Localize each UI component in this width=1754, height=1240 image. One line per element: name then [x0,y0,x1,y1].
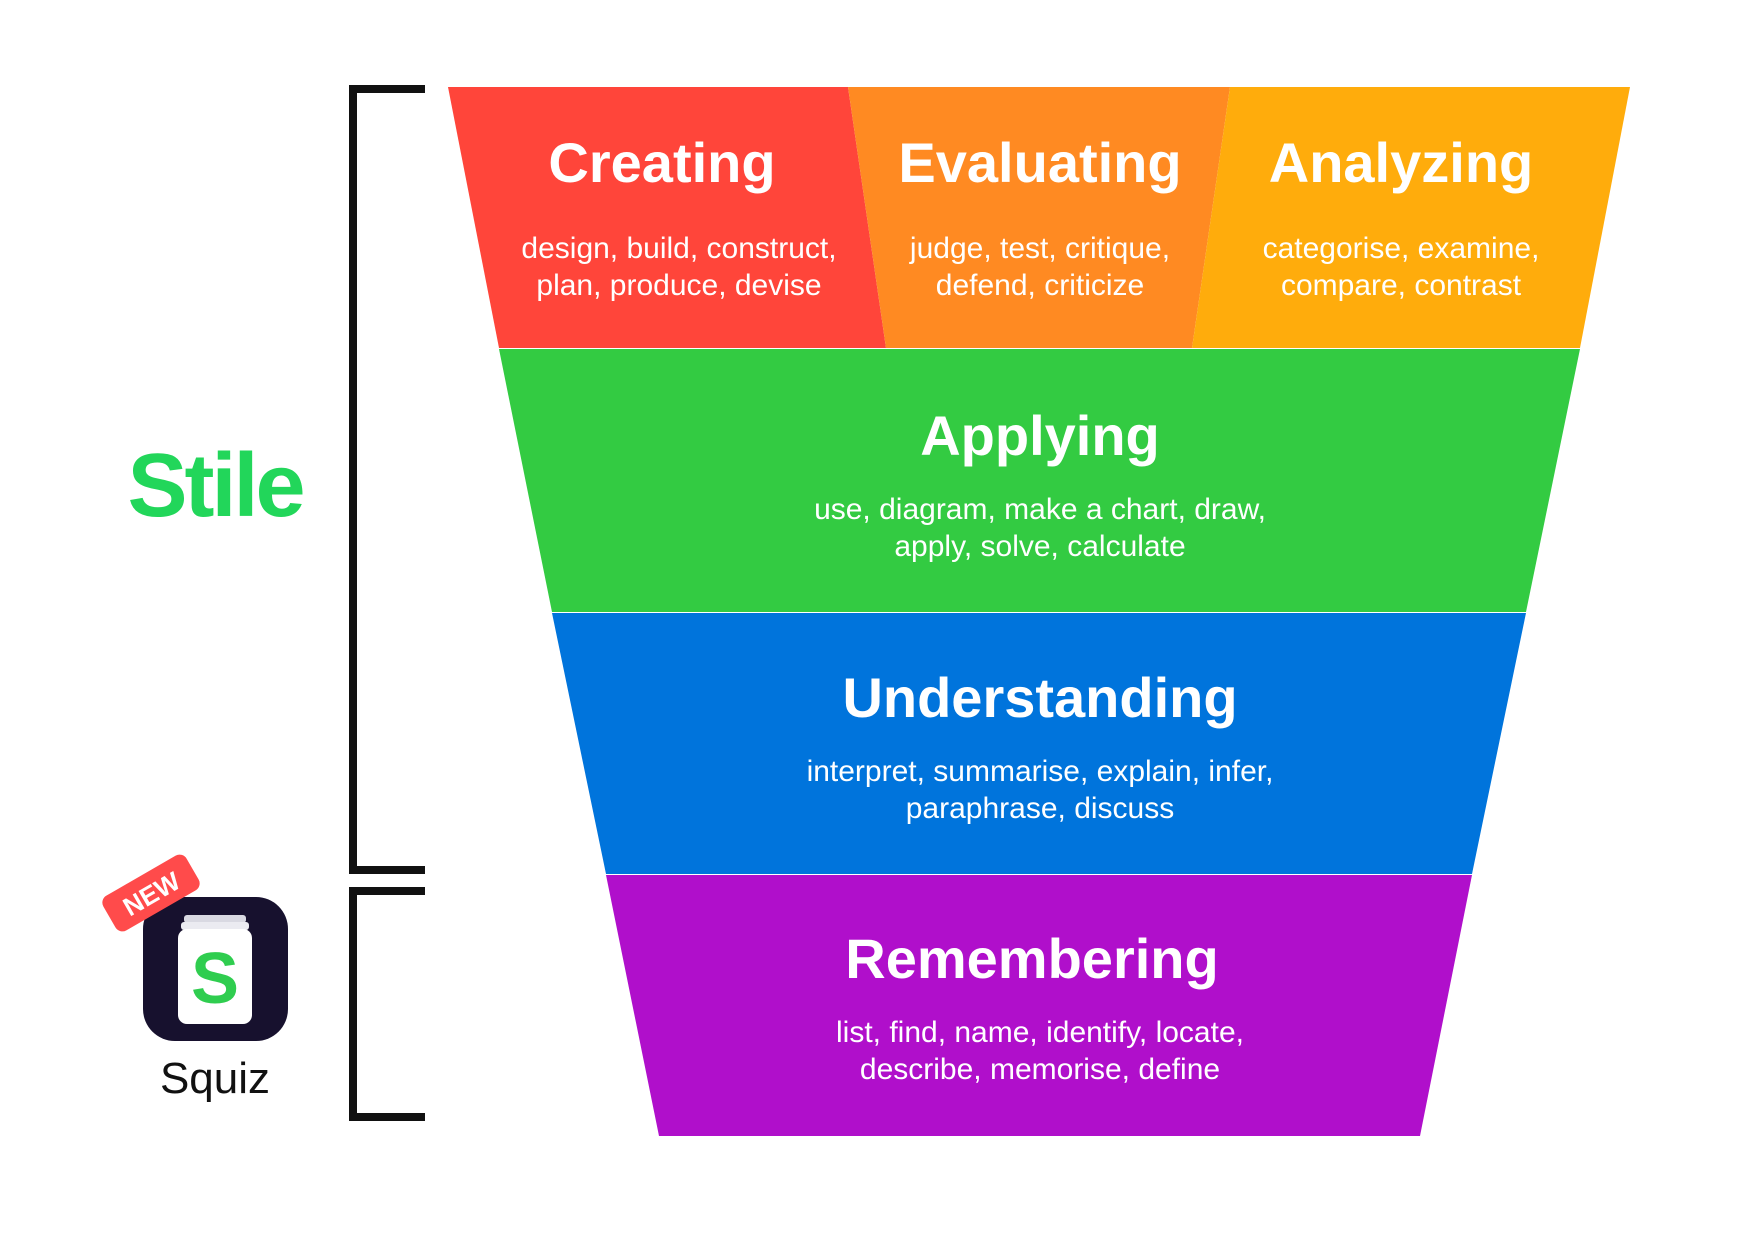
stile-logo: Stile [127,436,302,536]
tier-creating-desc-1: design, build, construct, [521,232,836,265]
tier-applying-desc-2: apply, solve, calculate [894,530,1185,563]
tier-remembering-desc-2: describe, memorise, define [860,1053,1220,1086]
tier-remembering-desc-1: list, find, name, identify, locate, [836,1016,1244,1049]
tier-remembering-segment [606,875,1472,1136]
tier-applying-desc-1: use, diagram, make a chart, draw, [814,493,1266,526]
tier-understanding-desc-2: paraphrase, discuss [906,792,1174,825]
tier-understanding-title: Understanding [842,666,1237,729]
tier-creating-desc-2: plan, produce, devise [536,269,821,302]
tier-analyzing-segment [1192,87,1630,348]
tier-understanding-desc-1: interpret, summarise, explain, infer, [807,755,1274,788]
tier-analyzing-desc-2: compare, contrast [1281,269,1522,302]
tier-evaluating-segment [848,87,1230,348]
tier-understanding-segment [552,613,1526,874]
tier-applying-title: Applying [920,404,1160,467]
squiz-app-icon: S [143,897,288,1041]
tier-evaluating-desc-1: judge, test, critique, [909,232,1170,265]
squiz-bracket [349,887,425,1121]
tier-analyzing-title: Analyzing [1269,131,1533,194]
tier-evaluating-desc-2: defend, criticize [936,269,1144,302]
tier-remembering-title: Remembering [845,927,1218,990]
tier-analyzing-desc-1: categorise, examine, [1263,232,1540,265]
tier-applying-segment [499,349,1580,612]
squiz-icon-letter: S [191,939,239,1019]
squiz-label: Squiz [160,1054,270,1103]
tier-evaluating-title: Evaluating [898,131,1181,194]
tier-creating-title: Creating [548,131,775,194]
tier-creating-segment [448,87,886,348]
stile-bracket [349,85,425,874]
